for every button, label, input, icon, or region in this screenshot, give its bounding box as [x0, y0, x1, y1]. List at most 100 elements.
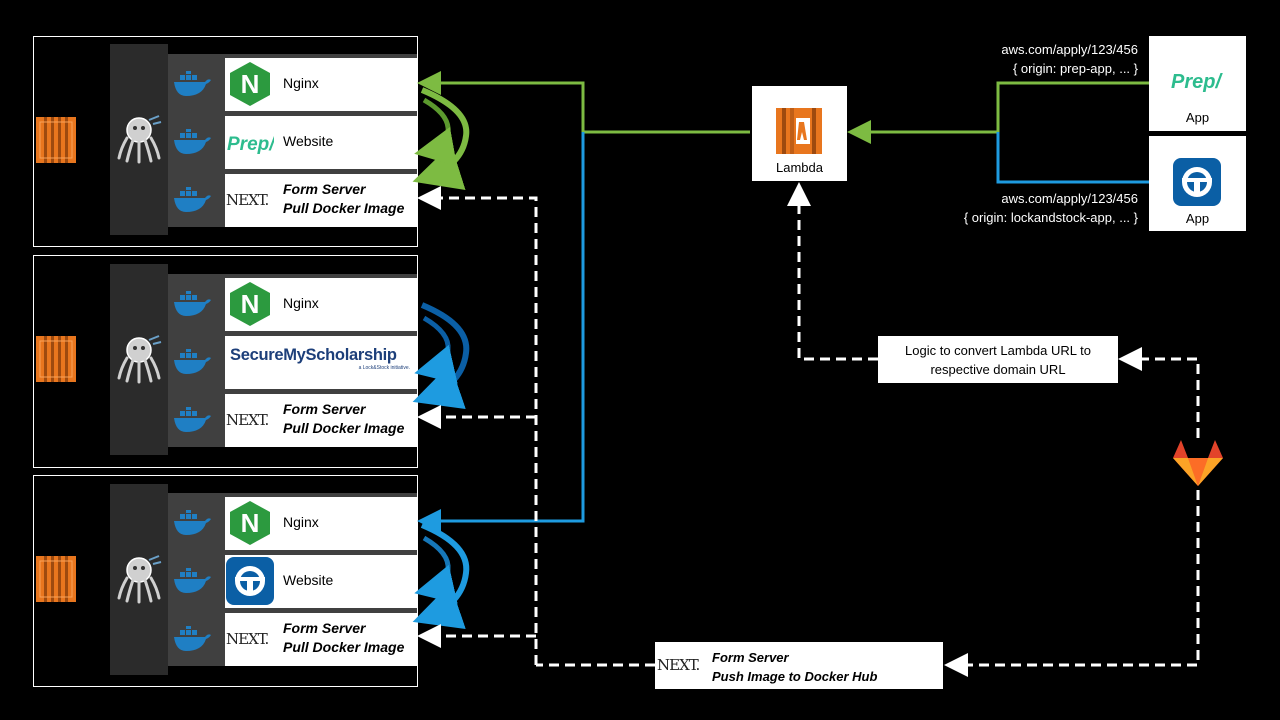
lambda-label: Lambda — [776, 160, 823, 175]
service-label: Form Server Pull Docker Image — [283, 619, 404, 657]
push-image-box: NEXT. Form Server Push Image to Docker H… — [655, 642, 943, 689]
svg-text:N: N — [241, 289, 260, 319]
service-label: Website — [283, 572, 334, 588]
service-card: Prep/ Website — [225, 116, 417, 169]
prep-app-box: Prep/ App — [1149, 36, 1246, 131]
orchestrator-panel-1 — [110, 44, 168, 235]
service-label-line: Form Server — [283, 620, 366, 636]
prep-app-request: aws.com/apply/123/456 { origin: prep-app… — [1001, 40, 1138, 78]
lockandstock-logo — [1173, 158, 1221, 206]
docker-whale-icon — [174, 349, 211, 374]
prep-logo: Prep/ — [1171, 71, 1223, 93]
service-row-website: Website — [168, 555, 417, 608]
curve-arrow-blue — [414, 535, 458, 604]
service-label-line: Pull Docker Image — [283, 420, 405, 436]
next-logo: NEXT. — [226, 191, 269, 209]
service-card: NEXT. Form Server Pull Docker Image — [225, 613, 417, 666]
kubernetes-octopus-icon — [117, 115, 162, 164]
prep-logo: Prep/ — [227, 134, 274, 155]
service-row-form-server: NEXT. Form Server Pull Docker Image — [168, 613, 417, 666]
service-label-line: Pull Docker Image — [283, 639, 405, 655]
curve-arrow-blue — [412, 522, 470, 630]
svg-text:Prep/: Prep/ — [227, 134, 274, 155]
kubernetes-octopus-icon — [117, 335, 162, 384]
aws-lambda-icon — [776, 108, 822, 154]
service-label: Nginx — [283, 514, 319, 530]
aws-ec2-icon — [36, 556, 76, 602]
docker-whale-icon — [174, 407, 211, 432]
app-label: App — [1185, 211, 1210, 226]
service-label-line: Pull Docker Image — [283, 200, 405, 216]
service-card: Website — [225, 555, 417, 608]
service-card: NEXT. Form Server Pull Docker Image — [225, 174, 417, 227]
service-row-form-server: NEXT. Form Server Pull Docker Image — [168, 174, 417, 227]
dashed-route-gitlab-to-logic — [1118, 347, 1200, 438]
dashed-route-to-form-server-1 — [417, 186, 538, 665]
lockandstock-app-request: aws.com/apply/123/456 { origin: lockands… — [964, 189, 1138, 227]
service-label: Form Server Pull Docker Image — [283, 180, 404, 218]
next-logo: NEXT. — [226, 411, 269, 429]
docker-whale-icon — [174, 129, 211, 154]
blue-route-to-nginx-3 — [417, 132, 585, 533]
curve-arrow-blue — [414, 315, 458, 384]
orchestrator-panel-3 — [110, 484, 168, 675]
gitlab-icon — [1173, 440, 1223, 486]
aws-ec2-icon — [36, 117, 76, 163]
svg-text:N: N — [241, 69, 260, 99]
docker-whale-icon — [174, 187, 211, 212]
lambda-box: Lambda — [752, 86, 847, 181]
docker-whale-icon — [174, 71, 211, 96]
service-label: Nginx — [283, 295, 319, 311]
service-column-1: N Nginx Prep/ Website NEXT. Form Server … — [168, 54, 417, 227]
sms-tagline: a Lock&Stock initiative. — [358, 365, 410, 371]
service-row-nginx: N Nginx — [168, 58, 417, 111]
aws-ec2-icon — [36, 336, 76, 382]
kubernetes-octopus-icon — [117, 555, 162, 604]
request-origin: { origin: lockandstock-app, ... } — [963, 210, 1138, 225]
dashed-route-gitlab-to-push — [944, 490, 1200, 677]
securemyscholarship-logo: SecureMyScholarship a Lock&Stock initiat… — [230, 346, 414, 371]
push-box-line: Form Server — [712, 650, 789, 665]
next-logo: NEXT. — [226, 630, 269, 648]
docker-whale-icon — [174, 568, 211, 593]
service-label: Nginx — [283, 75, 319, 91]
service-label-line: Form Server — [283, 401, 366, 417]
svg-text:Prep/: Prep/ — [1171, 71, 1223, 93]
nginx-logo: N — [230, 282, 270, 326]
green-route-app-to-lambda — [847, 81, 1149, 144]
push-box-text: Form Server Push Image to Docker Hub — [712, 648, 877, 686]
curve-arrow-green — [414, 97, 458, 167]
blue-route-app — [996, 132, 1149, 184]
request-origin: { origin: prep-app, ... } — [1012, 61, 1138, 76]
lockandstock-logo — [226, 557, 274, 605]
service-label-line: Form Server — [283, 181, 366, 197]
svg-text:N: N — [241, 508, 260, 538]
request-url: aws.com/apply/123/456 — [1001, 191, 1138, 206]
service-row-website: Prep/ Website — [168, 116, 417, 169]
service-row-website: SecureMyScholarship a Lock&Stock initiat… — [168, 336, 417, 389]
green-route-lambda-to-nginx — [417, 71, 750, 134]
push-box-line: Push Image to Docker Hub — [712, 669, 878, 684]
curve-arrow-green — [412, 87, 470, 191]
service-label: Website — [283, 133, 334, 149]
service-column-2: N Nginx SecureMyScholarship a Lock&Stock… — [168, 274, 417, 447]
nginx-logo: N — [230, 501, 270, 545]
sms-wordmark: SecureMyScholarship — [230, 346, 397, 364]
request-url: aws.com/apply/123/456 — [1001, 42, 1138, 57]
orchestrator-panel-2 — [110, 264, 168, 455]
service-row-nginx: N Nginx — [168, 497, 417, 550]
logic-box-line: respective domain URL — [930, 361, 1066, 377]
nginx-logo: N — [230, 62, 270, 106]
service-label: Form Server Pull Docker Image — [283, 400, 404, 438]
next-logo: NEXT. — [657, 656, 700, 674]
app-label: App — [1185, 110, 1210, 125]
service-row-form-server: NEXT. Form Server Pull Docker Image — [168, 394, 417, 447]
service-card: N Nginx — [225, 497, 417, 550]
docker-whale-icon — [174, 291, 211, 316]
curve-arrow-blue — [412, 302, 470, 410]
logic-box-line: Logic to convert Lambda URL to — [905, 342, 1091, 358]
docker-whale-icon — [174, 626, 211, 651]
lockandstock-app-box: App — [1149, 136, 1246, 231]
dashed-route-logic-to-lambda — [787, 182, 878, 361]
